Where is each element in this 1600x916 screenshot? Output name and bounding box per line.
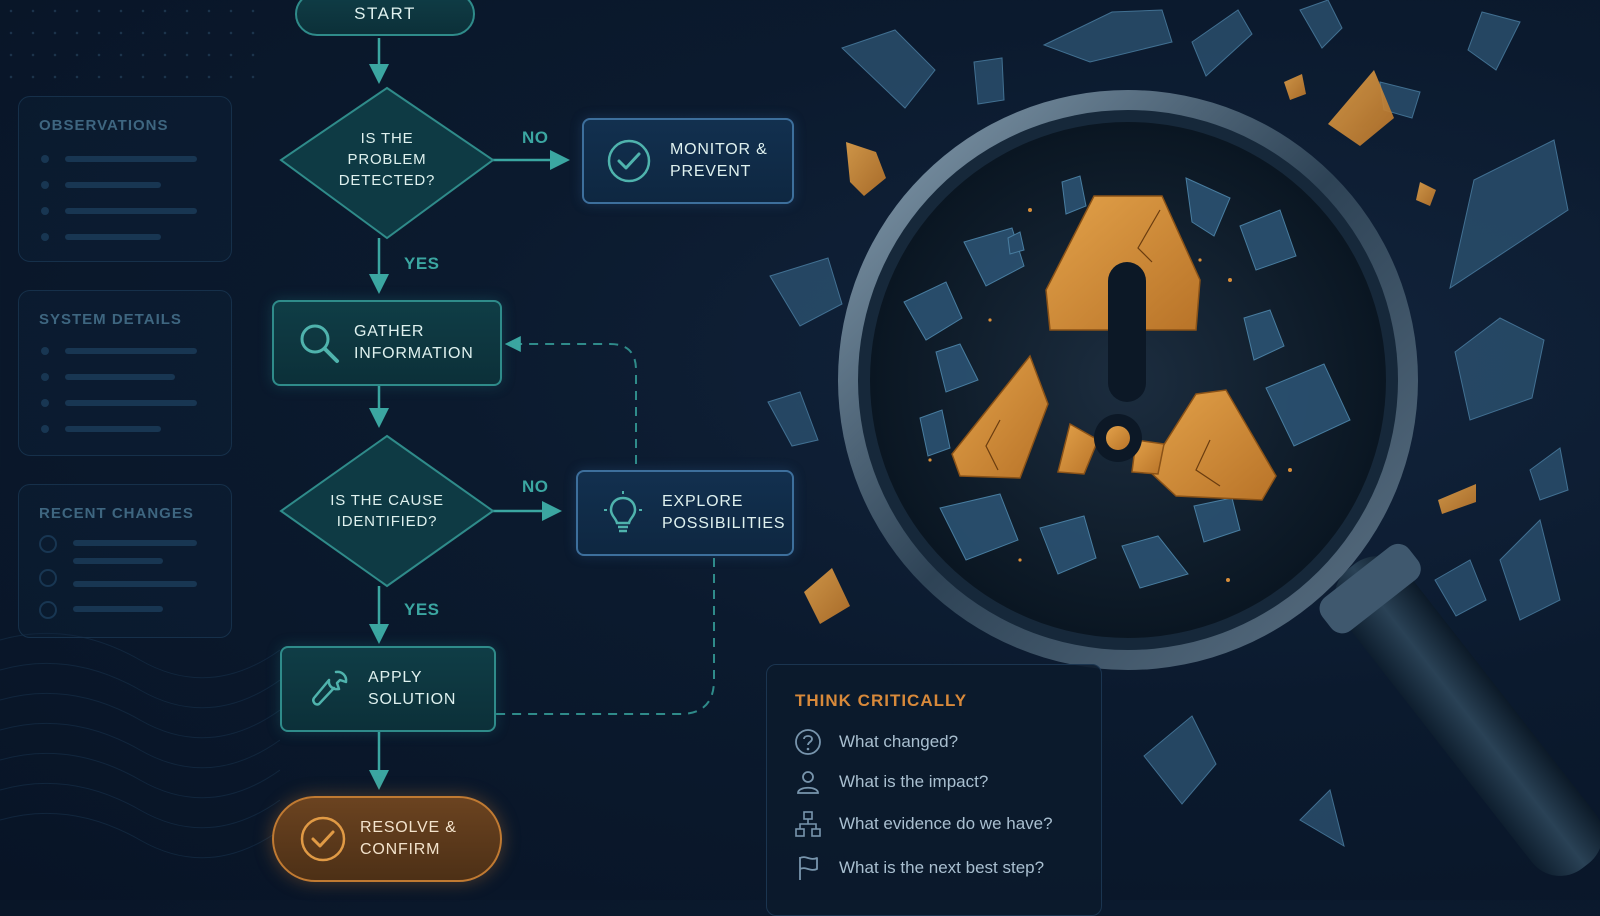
start-node: START <box>295 0 475 36</box>
question-item: What is the impact? <box>793 767 988 797</box>
warning-icon <box>951 195 1277 501</box>
placeholder-line <box>73 606 163 612</box>
placeholder-line <box>65 234 161 240</box>
placeholder-line <box>73 581 197 587</box>
explore-possibilities-label: EXPLORE POSSIBILITIES <box>662 493 786 532</box>
lightbulb-icon <box>598 488 648 538</box>
recent-changes-panel: RECENT CHANGES <box>18 484 232 638</box>
question-text: What is the impact? <box>839 772 989 791</box>
flag-icon <box>793 853 823 883</box>
list-bullet <box>41 181 49 189</box>
monitor-prevent-node: MONITOR & PREVENT <box>582 118 794 204</box>
edge-label-yes: YES <box>404 254 440 273</box>
edge-label-no: NO <box>522 128 549 147</box>
explore-possibilities-node: EXPLORE POSSIBILITIES <box>576 470 794 556</box>
placeholder-line <box>73 540 197 546</box>
list-bullet <box>41 347 49 355</box>
apply-solution-node: APPLY SOLUTION <box>280 646 496 732</box>
question-circle-icon <box>793 727 823 757</box>
clock-icon <box>39 569 57 587</box>
placeholder-line <box>65 426 161 432</box>
placeholder-line <box>65 400 197 406</box>
background-waves <box>0 632 280 859</box>
search-icon <box>294 318 344 368</box>
resolve-confirm-node: RESOLVE & CONFIRM <box>272 796 502 882</box>
question-item: What evidence do we have? <box>793 809 1053 839</box>
list-bullet <box>41 233 49 241</box>
clock-icon <box>39 601 57 619</box>
problem-detected-question: IS THE PROBLEM DETECTED? <box>338 130 436 189</box>
placeholder-line <box>65 374 175 380</box>
placeholder-line <box>65 348 197 354</box>
gather-information-node: GATHER INFORMATION <box>272 300 502 386</box>
question-item: What changed? <box>793 727 958 757</box>
system-details-panel: SYSTEM DETAILS <box>18 290 232 456</box>
placeholder-line <box>65 156 197 162</box>
check-circle-icon <box>604 136 654 186</box>
list-bullet <box>41 155 49 163</box>
edge-label-yes: YES <box>404 600 440 619</box>
question-item: What is the next best step? <box>793 853 1044 883</box>
wrench-icon <box>304 664 354 714</box>
magnifier-warning-illustration <box>767 0 1600 876</box>
apply-solution-label: APPLY SOLUTION <box>368 669 457 708</box>
gather-information-label: GATHER INFORMATION <box>354 323 474 362</box>
recent-changes-title: RECENT CHANGES <box>39 505 194 522</box>
system-details-title: SYSTEM DETAILS <box>39 311 182 328</box>
placeholder-line <box>65 208 197 214</box>
hierarchy-icon <box>793 809 823 839</box>
cause-identified-question: IS THE CAUSE IDENTIFIED? <box>330 492 444 530</box>
think-critically-title: THINK CRITICALLY <box>795 691 968 710</box>
list-bullet <box>41 425 49 433</box>
think-critically-panel: THINK CRITICALLY What changed? What is t… <box>766 664 1102 916</box>
list-bullet <box>41 399 49 407</box>
clock-icon <box>39 535 57 553</box>
placeholder-line <box>73 558 163 564</box>
diamond-problem-detected <box>279 86 495 240</box>
check-circle-icon <box>298 814 348 864</box>
question-text: What evidence do we have? <box>839 814 1053 833</box>
resolve-confirm-label: RESOLVE & CONFIRM <box>360 819 457 858</box>
question-text: What is the next best step? <box>839 858 1045 877</box>
edge-label-no: NO <box>522 477 549 496</box>
monitor-prevent-label: MONITOR & PREVENT <box>670 141 768 180</box>
placeholder-line <box>65 182 161 188</box>
observations-title: OBSERVATIONS <box>39 117 169 134</box>
background-dot-grid <box>0 0 260 80</box>
diamond-cause-identified <box>279 434 495 588</box>
person-icon <box>793 767 823 797</box>
start-label: START <box>354 4 416 23</box>
question-text: What changed? <box>839 732 959 751</box>
list-bullet <box>41 207 49 215</box>
observations-panel: OBSERVATIONS <box>18 96 232 262</box>
list-bullet <box>41 373 49 381</box>
flowchart-connectors <box>279 38 715 790</box>
